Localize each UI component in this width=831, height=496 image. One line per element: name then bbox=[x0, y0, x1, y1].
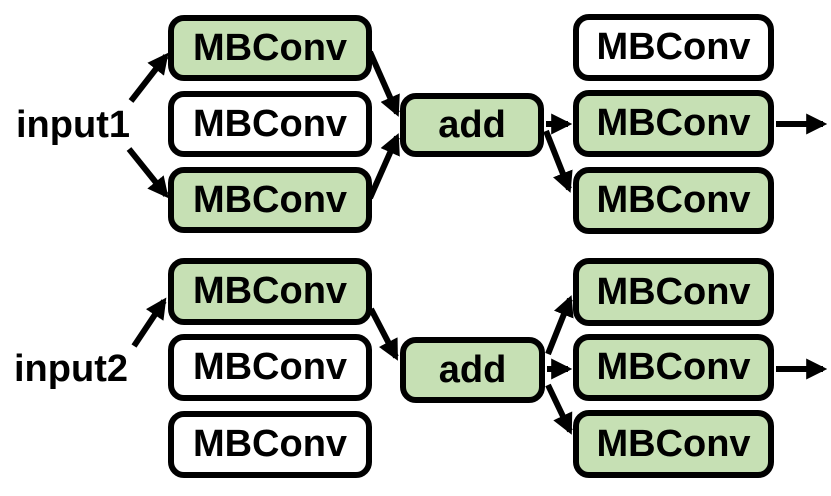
arrow-mbconv3-to-add-g1 bbox=[367, 133, 400, 200]
mbconv-block-g1-s1-1: MBConv bbox=[168, 15, 372, 81]
add-node-g2: add bbox=[400, 337, 545, 403]
mbconv-block-g1-s2-1: MBConv bbox=[573, 14, 774, 81]
mbconv-block-g1-s1-2: MBConv bbox=[168, 91, 372, 157]
mbconv-block-g2-s1-1: MBConv bbox=[168, 258, 372, 325]
arrow-input1-to-mbconv1 bbox=[128, 52, 169, 103]
mbconv-block-g2-s1-2: MBConv bbox=[168, 334, 372, 401]
arrow-input1-to-mbconv3 bbox=[126, 147, 169, 199]
add-node-g1: add bbox=[400, 93, 544, 157]
arrow-add-to-mbconv-top-g2 bbox=[545, 295, 574, 356]
arrow-add-to-mbconv-bottom-g1 bbox=[543, 129, 573, 193]
input2-label: input2 bbox=[14, 348, 128, 390]
mbconv-block-g1-s2-3: MBConv bbox=[573, 167, 774, 234]
mbconv-block-g1-s2-2: MBConv bbox=[573, 90, 774, 157]
mbconv-block-g2-s2-3: MBConv bbox=[573, 410, 774, 478]
arrow-input2-to-mbconv1 bbox=[131, 297, 167, 348]
mbconv-block-g1-s1-3: MBConv bbox=[168, 167, 372, 233]
mbconv-block-g2-s1-3: MBConv bbox=[168, 411, 372, 478]
arrow-mbconv1-to-add-g2 bbox=[368, 307, 399, 361]
arrow-add-to-mbconv-bottom-g2 bbox=[545, 383, 573, 435]
arrow-mbconv1-to-add-g1 bbox=[367, 50, 400, 117]
mbconv-block-g2-s2-1: MBConv bbox=[573, 258, 774, 326]
input1-label: input1 bbox=[16, 104, 130, 146]
mbconv-block-g2-s2-2: MBConv bbox=[573, 334, 774, 401]
